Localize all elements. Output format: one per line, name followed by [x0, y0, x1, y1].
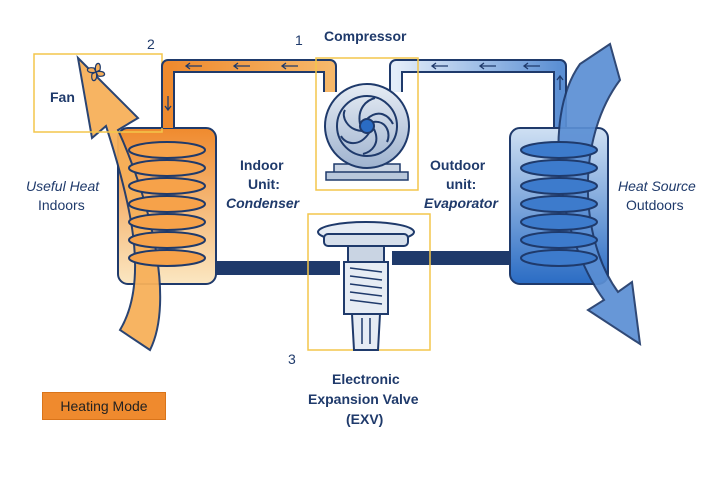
- compressor-highlight-box: [315, 57, 419, 191]
- hot-discharge-pipe: [161, 59, 337, 128]
- heating-mode-badge: Heating Mode: [42, 392, 166, 420]
- condenser-label: Condenser: [226, 195, 301, 211]
- compressor-label: Compressor: [324, 28, 407, 44]
- indoor-unit-label: Indoor: [240, 157, 284, 173]
- exv-spring: [349, 267, 383, 305]
- exv-label-line3: (EXV): [346, 411, 383, 427]
- cold-suction-pipe: [389, 59, 567, 128]
- number-2: 2: [147, 36, 155, 52]
- fan-label: Fan: [50, 89, 75, 105]
- expansion-valve: [307, 213, 431, 351]
- number-3: 3: [288, 351, 296, 367]
- indoors-label: Indoors: [38, 197, 85, 213]
- outdoor-unit: [509, 42, 642, 347]
- outdoors-label: Outdoors: [626, 197, 684, 213]
- compressor-impeller-icon: [336, 95, 398, 157]
- warm-air-arrow: [76, 55, 162, 352]
- heat-source-label: Heat Source: [618, 178, 696, 194]
- outdoor-unit-label: Outdoor: [430, 157, 486, 173]
- useful-heat-label: Useful Heat: [26, 178, 100, 194]
- indoor-unit: [76, 55, 217, 352]
- outdoor-unit-label-2: unit:: [446, 176, 476, 192]
- liquid-line-pipe: [216, 261, 340, 275]
- exv-label-line1: Electronic: [332, 371, 400, 387]
- fan-icon: [86, 62, 106, 82]
- evaporator-label: Evaporator: [424, 195, 499, 211]
- evaporator-coil: [520, 141, 598, 267]
- compressor: [315, 57, 419, 191]
- number-1: 1: [295, 32, 303, 48]
- exv-label-line2: Expansion Valve: [308, 391, 419, 407]
- condenser-coil: [128, 141, 206, 267]
- two-phase-pipe: [392, 251, 510, 265]
- indoor-unit-label-2: Unit:: [248, 176, 280, 192]
